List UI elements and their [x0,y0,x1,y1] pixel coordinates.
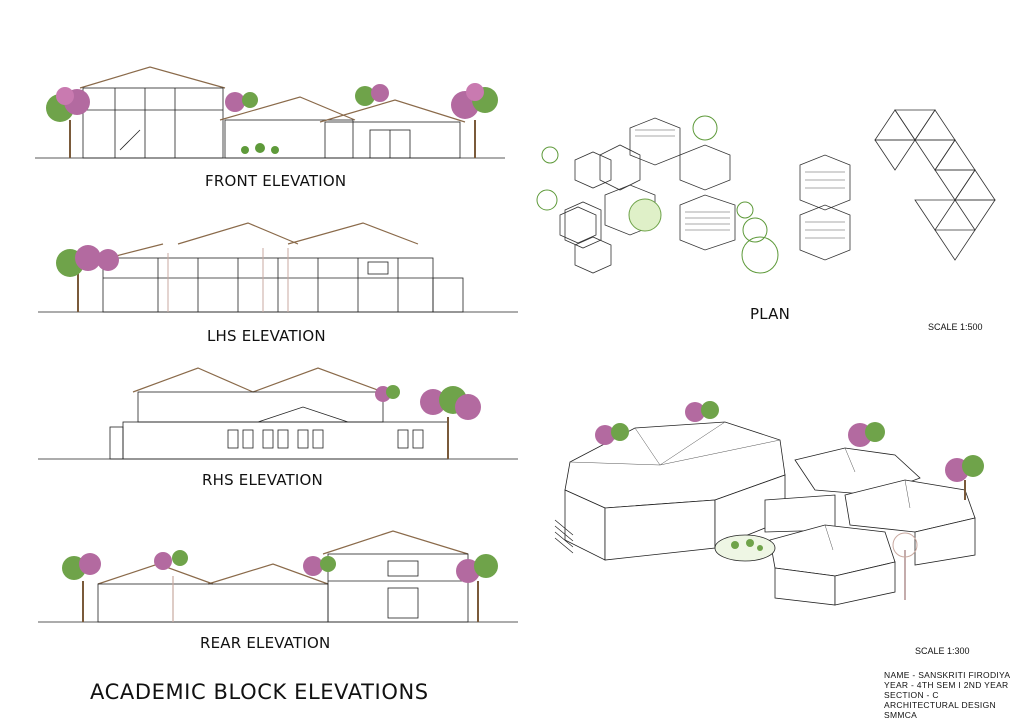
front-elevation-label: FRONT ELEVATION [205,172,347,190]
sheet-title: ACADEMIC BLOCK ELEVATIONS [90,680,429,704]
rear-elevation-label: REAR ELEVATION [200,634,331,652]
info-section: SECTION - C [884,690,939,700]
rear-elevation-drawing [38,530,518,623]
info-name: NAME - SANSKRITI FIRODIYA [884,670,1011,680]
rhs-elevation-drawing [38,367,518,460]
lhs-elevation-drawing [38,222,518,313]
info-year: YEAR - 4TH SEM I 2ND YEAR [884,680,1009,690]
plan-scale: SCALE 1:500 [928,322,983,332]
front-elevation-drawing [35,66,505,159]
rhs-elevation-label: RHS ELEVATION [202,471,323,489]
student-info-block: NAME - SANSKRITI FIRODIYA YEAR - 4TH SEM… [884,670,1010,720]
isometric-view-drawing [554,401,984,606]
isometric-scale: SCALE 1:300 [915,646,970,656]
plan-drawing [536,109,996,274]
plan-label: PLAN [750,305,791,323]
info-college: SMMCA [884,710,918,720]
tree-left [46,87,90,158]
lhs-elevation-label: LHS ELEVATION [207,327,326,345]
info-subject: ARCHITECTURAL DESIGN [884,700,996,710]
